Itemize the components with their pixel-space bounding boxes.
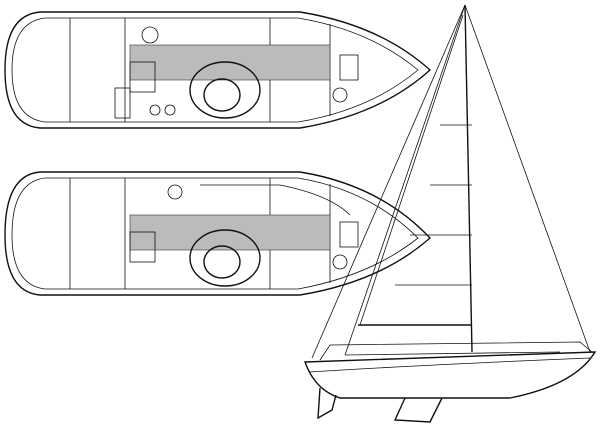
main-leech <box>359 14 464 326</box>
jib-foot <box>344 351 561 356</box>
rudder <box>317 387 337 420</box>
sail-profile <box>304 4 597 423</box>
keel <box>393 397 443 423</box>
mast <box>464 4 473 353</box>
hull <box>304 351 597 399</box>
jib-leech <box>344 4 466 356</box>
deck-plan-top <box>4 11 432 129</box>
backstay <box>311 4 466 359</box>
forestay <box>464 4 591 353</box>
